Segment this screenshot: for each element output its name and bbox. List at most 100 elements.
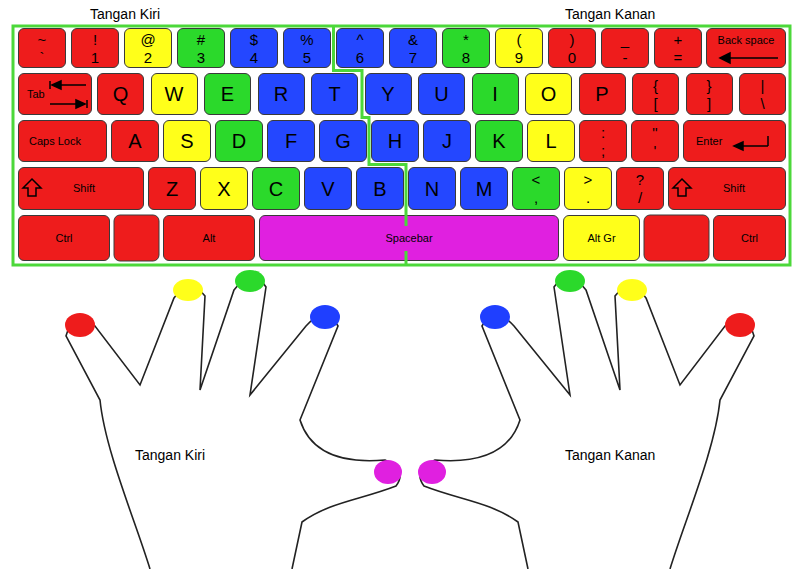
keyboard-key: F — [267, 120, 315, 162]
key-symbol: 8 — [462, 50, 470, 65]
key-symbol: # — [197, 32, 205, 47]
key-symbol: ? — [636, 172, 644, 187]
key-symbol: 0 — [568, 50, 576, 65]
keyboard-key: <, — [512, 167, 560, 210]
keyboard-key: G — [319, 120, 367, 162]
keyboard-key: M — [460, 167, 508, 210]
keyboard-key: T — [311, 73, 358, 115]
key-name: Caps Lock — [29, 135, 81, 148]
hand-label: Tangan Kanan — [565, 447, 655, 463]
keyboard-key: Y — [365, 73, 412, 115]
key-letter: L — [545, 130, 556, 152]
key-symbol: @ — [140, 32, 155, 47]
keyboard-key: }] — [686, 73, 733, 115]
key-symbol: 5 — [303, 50, 311, 65]
key-letter: C — [269, 178, 283, 200]
key-letter: I — [492, 83, 498, 105]
keyboard-key: Spacebar — [259, 215, 559, 261]
key-name: Shift — [73, 182, 95, 195]
keyboard-key: Shift — [18, 167, 144, 210]
key-symbol: | — [761, 78, 765, 93]
key-symbol: % — [300, 32, 313, 47]
key-symbol: = — [674, 50, 683, 65]
key-letter: G — [335, 130, 351, 152]
key-symbol: > — [584, 172, 593, 187]
keyboard-key: @2 — [124, 28, 172, 68]
key-symbol: \ — [760, 96, 764, 111]
keyboard-key: |\ — [739, 73, 786, 115]
key-symbol: ` — [40, 50, 45, 65]
key-letter: J — [442, 130, 452, 152]
keyboard-key: Shift — [668, 167, 786, 210]
key-symbol: 9 — [515, 50, 523, 65]
key-name: Alt Gr — [587, 232, 615, 245]
keyboard-key: *8 — [442, 28, 490, 68]
keyboard-key: &7 — [389, 28, 437, 68]
key-letter: F — [285, 130, 297, 152]
key-letter: Y — [381, 83, 394, 105]
column-heading: Tangan Kanan — [565, 6, 655, 22]
keyboard-key: E — [204, 73, 251, 115]
key-letter: K — [492, 130, 505, 152]
keyboard-key: "' — [631, 120, 679, 162]
key-symbol: [ — [653, 96, 657, 111]
key-letter: H — [388, 130, 402, 152]
key-symbol: * — [463, 32, 469, 47]
key-letter: P — [595, 83, 608, 105]
key-symbol: : — [601, 125, 605, 140]
key-symbol: _ — [621, 32, 629, 47]
keyboard-key: ?/ — [616, 167, 664, 210]
keyboard-key: H — [371, 120, 419, 162]
key-symbol: < — [532, 172, 541, 187]
key-letter: T — [328, 83, 340, 105]
key-name: Enter — [696, 135, 722, 148]
key-letter: A — [128, 130, 141, 152]
keyboard-key: V — [304, 167, 352, 210]
key-symbol: { — [653, 78, 658, 93]
column-heading: Tangan Kiri — [90, 6, 160, 22]
key-letter: Q — [113, 83, 129, 105]
keyboard-key: B — [356, 167, 404, 210]
key-name: Tab — [27, 88, 45, 101]
keyboard-key: J — [423, 120, 471, 162]
key-symbol: ! — [93, 32, 97, 47]
key-symbol: ^ — [356, 32, 363, 47]
keyboard-key: Alt Gr — [563, 215, 640, 261]
key-symbol: 4 — [250, 50, 258, 65]
keyboard-key: )0 — [548, 28, 596, 68]
key-symbol: ; — [601, 143, 605, 158]
keyboard-key: C — [252, 167, 300, 210]
key-letter: S — [180, 130, 193, 152]
keyboard-key: Q — [97, 73, 144, 115]
key-symbol: 2 — [144, 50, 152, 65]
key-symbol: $ — [250, 32, 258, 47]
key-symbol: ~ — [38, 32, 47, 47]
keyboard-key: ~` — [18, 28, 66, 68]
key-symbol: 1 — [91, 50, 99, 65]
keyboard-key: D — [215, 120, 263, 162]
key-letter: E — [221, 83, 234, 105]
key-symbol: ] — [707, 96, 711, 111]
key-symbol: , — [534, 190, 538, 205]
key-symbol: 7 — [409, 50, 417, 65]
key-name: Back space — [718, 34, 775, 47]
hand-label: Tangan Kiri — [135, 447, 205, 463]
keyboard-key: K — [475, 120, 523, 162]
keyboard-key: %5 — [283, 28, 331, 68]
key-letter: W — [165, 83, 184, 105]
keyboard-key: Enter — [683, 120, 786, 162]
key-symbol: ( — [517, 32, 522, 47]
key-symbol: - — [623, 50, 628, 65]
key-symbol: ) — [570, 32, 575, 47]
key-letter: D — [232, 130, 246, 152]
keyboard-key: S — [163, 120, 211, 162]
keyboard-key: X — [200, 167, 248, 210]
keyboard-key: Ctrl — [713, 215, 786, 261]
keyboard-key: P — [579, 73, 626, 115]
keyboard-key: Alt — [163, 215, 255, 261]
keyboard-key: A — [111, 120, 159, 162]
keyboard-key: += — [654, 28, 702, 68]
key-symbol: . — [586, 190, 590, 205]
key-letter: N — [425, 178, 439, 200]
key-name: Alt — [203, 232, 216, 245]
